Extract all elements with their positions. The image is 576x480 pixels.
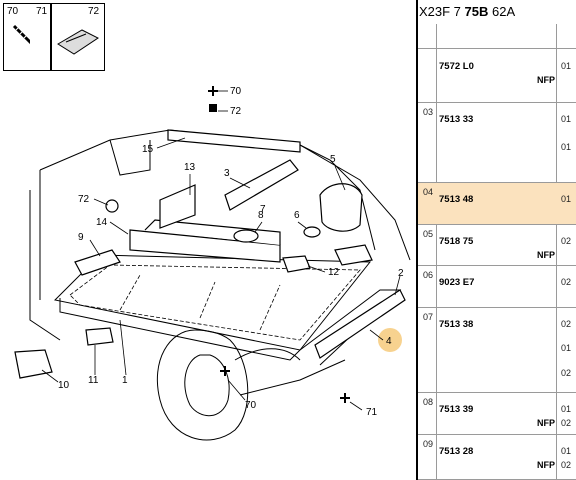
- nfp-flag: NFP: [537, 250, 555, 260]
- model-code-suffix: 62A: [492, 4, 516, 19]
- callout-12: 12: [328, 267, 340, 278]
- quantity: 01: [561, 142, 572, 152]
- model-code-prefix: X23F 7: [419, 4, 461, 19]
- callout-2: 2: [398, 268, 404, 279]
- table-row[interactable]: 07 7513 38 02 01 02: [418, 307, 576, 392]
- model-code-header: X23F 7 75B 62A: [419, 4, 515, 19]
- quantity: 02: [561, 236, 572, 246]
- callout-72-left: 72: [78, 194, 90, 205]
- quantity: 02: [561, 460, 572, 470]
- callout-11: 11: [88, 375, 99, 386]
- callout-70-top: 70: [230, 86, 242, 97]
- callout-6: 6: [294, 210, 300, 221]
- nfp-flag: NFP: [537, 75, 555, 85]
- row-index: 05: [423, 229, 434, 239]
- row-index: 09: [423, 439, 434, 449]
- callout-3: 3: [224, 168, 230, 179]
- highlight-callout-marker: [378, 328, 402, 352]
- callout-8: 8: [258, 210, 264, 221]
- callout-7: 7: [260, 204, 266, 215]
- callout-71-bottom: 71: [366, 407, 378, 418]
- callout-72-top: 72: [230, 106, 242, 117]
- part-reference: 7513 39: [439, 404, 474, 415]
- quantity: 02: [561, 418, 572, 428]
- quantity: 01: [561, 114, 572, 124]
- part-reference: 7513 33: [439, 114, 474, 125]
- row-index: 07: [423, 312, 434, 322]
- quantity: 02: [561, 368, 572, 378]
- table-row[interactable]: 08 7513 39 NFP 01 02: [418, 392, 576, 434]
- quantity: 02: [561, 319, 572, 329]
- table-row-selected[interactable]: 04 7513 48 01: [418, 182, 576, 224]
- thumbnail-part-71[interactable]: 71: [30, 3, 51, 71]
- row-index: 06: [423, 270, 434, 280]
- callout-10: 10: [58, 380, 70, 391]
- thumbnail-label: 72: [88, 6, 100, 17]
- quantity: 01: [561, 446, 572, 456]
- table-column-divider: [436, 24, 437, 480]
- parts-diagram: 70 72 15 13 3 5 72 14 8 6 9 12 2 4 10 11…: [3, 3, 411, 441]
- row-index: 04: [423, 187, 434, 197]
- table-row[interactable]: 7572 L0 NFP 01: [418, 48, 576, 102]
- nfp-flag: NFP: [537, 460, 555, 470]
- clip-icon: [57, 29, 99, 55]
- part-reference: 7513 38: [439, 319, 474, 330]
- thumbnail-label: 70: [7, 6, 19, 17]
- quantity: 01: [561, 194, 572, 204]
- quantity: 01: [561, 61, 572, 71]
- callout-13: 13: [184, 162, 196, 173]
- callout-5: 5: [330, 154, 336, 165]
- callout-1: 1: [122, 375, 128, 386]
- row-index: 08: [423, 397, 434, 407]
- part-reference: 7572 L0: [439, 61, 474, 72]
- callout-70-bottom: 70: [245, 400, 257, 411]
- table-row[interactable]: 06 9023 E7 02: [418, 265, 576, 307]
- table-row[interactable]: 09 7513 28 NFP 01 02: [418, 434, 576, 480]
- part-reference: 7518 75: [439, 236, 474, 247]
- callout-15: 15: [142, 144, 154, 155]
- quantity: 01: [561, 343, 572, 353]
- table-row[interactable]: 05 7518 75 NFP 02: [418, 224, 576, 265]
- callout-9: 9: [78, 232, 84, 243]
- panel-divider: [416, 0, 418, 480]
- part-reference: 7513 48: [439, 194, 474, 205]
- nfp-flag: NFP: [537, 418, 555, 428]
- table-row[interactable]: 03 7513 33 01 01: [418, 102, 576, 182]
- model-code-bold: 75B: [464, 4, 489, 19]
- thumbnail-part-72[interactable]: 72: [51, 3, 105, 71]
- quantity: 01: [561, 404, 572, 414]
- table-column-divider: [556, 24, 557, 480]
- callout-4: 4: [386, 336, 392, 347]
- quantity: 02: [561, 277, 572, 287]
- diagram-drawing: 70 72 15 13 3 5 72 14 8 6 9 12 2 4 10 11…: [14, 86, 411, 441]
- thumbnail-label: 71: [36, 6, 48, 17]
- part-reference: 9023 E7: [439, 277, 475, 288]
- part-reference: 7513 28: [439, 446, 474, 457]
- callout-14: 14: [96, 217, 108, 228]
- row-index: 03: [423, 107, 434, 117]
